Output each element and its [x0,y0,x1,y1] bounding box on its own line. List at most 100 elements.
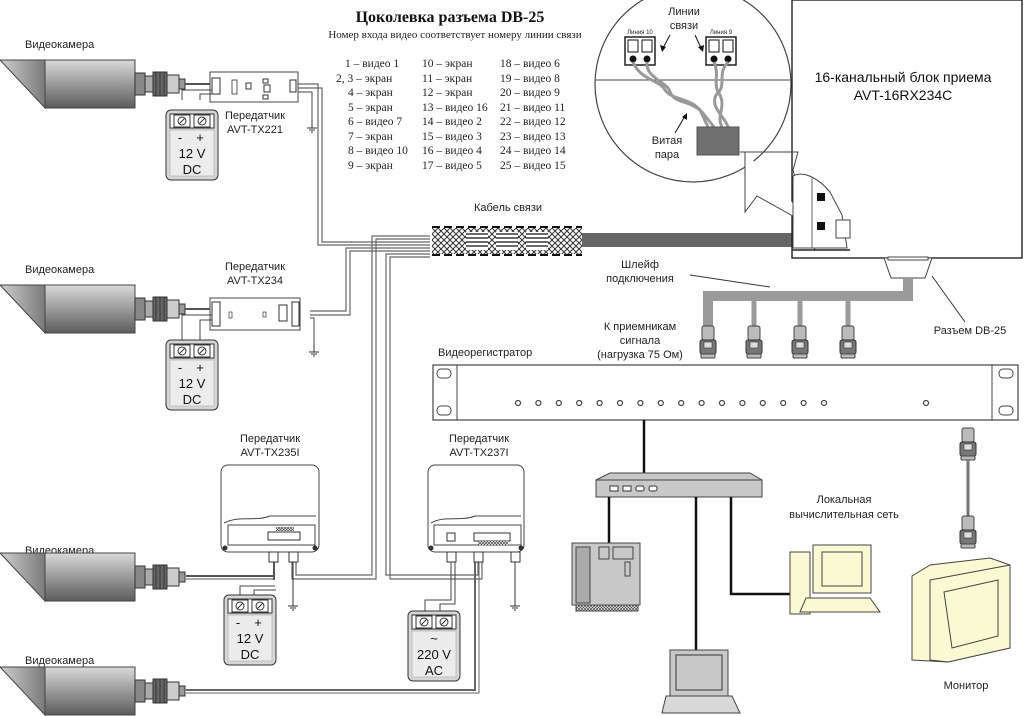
harness-label: подключения [606,273,674,285]
pin-entry: 23 – видео 13 [500,131,566,143]
psu-3: - + 12 V DC [223,594,277,666]
pin-entry: 9 – экран [348,160,393,172]
cable-label: Кабель связи [474,202,542,214]
psu-4: ~ 220 V AC [407,610,461,682]
db25-harness: Шлейф подключения Разъем DB-25 К приемни… [597,259,1006,361]
dvr-bnc-port [922,399,930,407]
pinout-table: 1 – видео 1 2, 3 – экран 4 – экран 5 – э… [336,58,566,172]
ground-icon [308,343,320,357]
ground-icon [287,597,299,611]
network: Локальная вычислительная сеть [571,420,899,714]
camera-label: Видеокамера [25,39,95,51]
pin-entry: 22 – видео 12 [500,116,566,128]
transmitter-name: Передатчик [225,110,285,122]
psu-type: AC [425,663,443,678]
pin-entry: 7 – экран [348,131,393,143]
dvr-bnc-port [678,399,685,407]
pin-entry: 16 – видео 4 [422,145,482,157]
psu-plus: + [196,360,204,375]
camera-4: Видеокамера [0,655,186,716]
dvr-bnc-port [780,399,787,407]
harness-label: Шлейф [621,259,659,271]
psu-type: DC [241,647,260,662]
camera-3: Видеокамера [0,545,275,602]
pin-entry: 6 – видео 7 [348,116,402,128]
camera-1: Видеокамера [0,39,186,109]
line10-label: Линия 10 [627,30,653,36]
pinout-title: Цоколевка разъема DB-25 [356,9,545,26]
camera-icon [0,284,186,334]
dvr-bnc-port [800,399,807,407]
dvr-bnc-port [555,399,562,407]
transmitter-name: Передатчик [240,433,300,445]
bnc-connector-icon [745,325,763,359]
transmitter-tx237i: Передатчик AVT-TX237I [424,433,525,614]
bnc-connector-icon [699,325,717,359]
twisted-pair-label: Витая [652,135,683,147]
dvr-bnc-port [616,399,624,407]
psu-voltage: 12 V [237,631,264,646]
transmitter-tx235i: Передатчик AVT-TX235I [220,433,320,598]
pin-entry: 11 – экран [422,73,472,85]
dvr-bnc-port [576,399,583,407]
dvr-bnc-port [820,399,828,407]
pin-entry: 18 – видео 6 [500,58,560,70]
pin-entry: 21 – видео 11 [500,102,565,114]
lines-label: связи [670,20,698,32]
psu-plus: + [254,615,262,630]
camera-icon [0,59,186,109]
receiver-name: 16-канальный блок приема [815,69,992,85]
camera-icon [0,666,186,716]
camera-label: Видеокамера [25,264,95,276]
pin-entry: 8 – видео 10 [348,145,408,157]
camera-2: Видеокамера [0,264,186,334]
dvr-bnc-port [657,399,664,407]
psu-minus: - [236,615,240,630]
psu-minus: - [178,360,182,375]
psu-type: DC [183,392,202,407]
camera-icon [0,552,186,602]
pin-entry: 25 – видео 15 [500,160,566,172]
psu-voltage: 12 V [179,146,206,161]
transmitter-name: Передатчик [225,261,285,273]
bnc-connector-icon [959,515,977,549]
dvr-bnc-port [718,399,726,407]
dvr-bnc-port [596,399,603,407]
transmitter-model: AVT-TX221 [227,124,283,136]
pin-entry: 5 – экран [348,102,393,114]
pin-entry: 17 – видео 5 [422,160,482,172]
receiver-model: AVT-16RX234C [854,87,953,103]
receiver-unit: 16-канальный блок приема AVT-16RX234C [740,0,1023,279]
transmitter-tx221: Передатчик AVT-TX221 [181,71,299,136]
pin-entry: 13 – видео 16 [422,102,488,114]
lines-label: Линии [668,6,700,18]
transmitter-tx234: Передатчик AVT-TX234 [181,261,301,342]
psu-type: DC [183,162,202,177]
bnc-connector-icon [839,325,857,359]
pin-entry: 1 – видео 1 [345,58,399,70]
dvr-bnc-port [535,399,542,407]
dvr-bnc-port [698,399,705,407]
monitor-label: Монитор [944,680,989,692]
psu-1: - + 12 V DC [165,109,219,181]
pin-entry: 12 – экран [422,87,473,99]
receivers-label: К приемникам [604,321,676,333]
psu-2: - + 12 V DC [165,339,219,411]
pin-entry: 19 – видео 8 [500,73,560,85]
pin-entry: 4 – экран [348,87,393,99]
pin-entry: 20 – видео 9 [500,87,560,99]
dvr-bnc-port [739,399,746,407]
dvr-bnc-port [514,399,522,407]
psu-ac-symbol: ~ [430,631,438,646]
lan-label: Локальная [817,494,872,506]
twisted-pair-label: пара [655,149,680,161]
camera-label: Видеокамера [25,655,95,667]
transmitter-model: AVT-TX234 [227,275,283,287]
bnc-connector-icon [791,325,809,359]
pin-entry: 2, 3 – экран [336,73,392,85]
psu-voltage: 12 V [179,376,206,391]
dvr-bnc-port [637,399,644,407]
db25-label: Разъем DB-25 [934,325,1007,337]
ground-icon [306,119,318,133]
